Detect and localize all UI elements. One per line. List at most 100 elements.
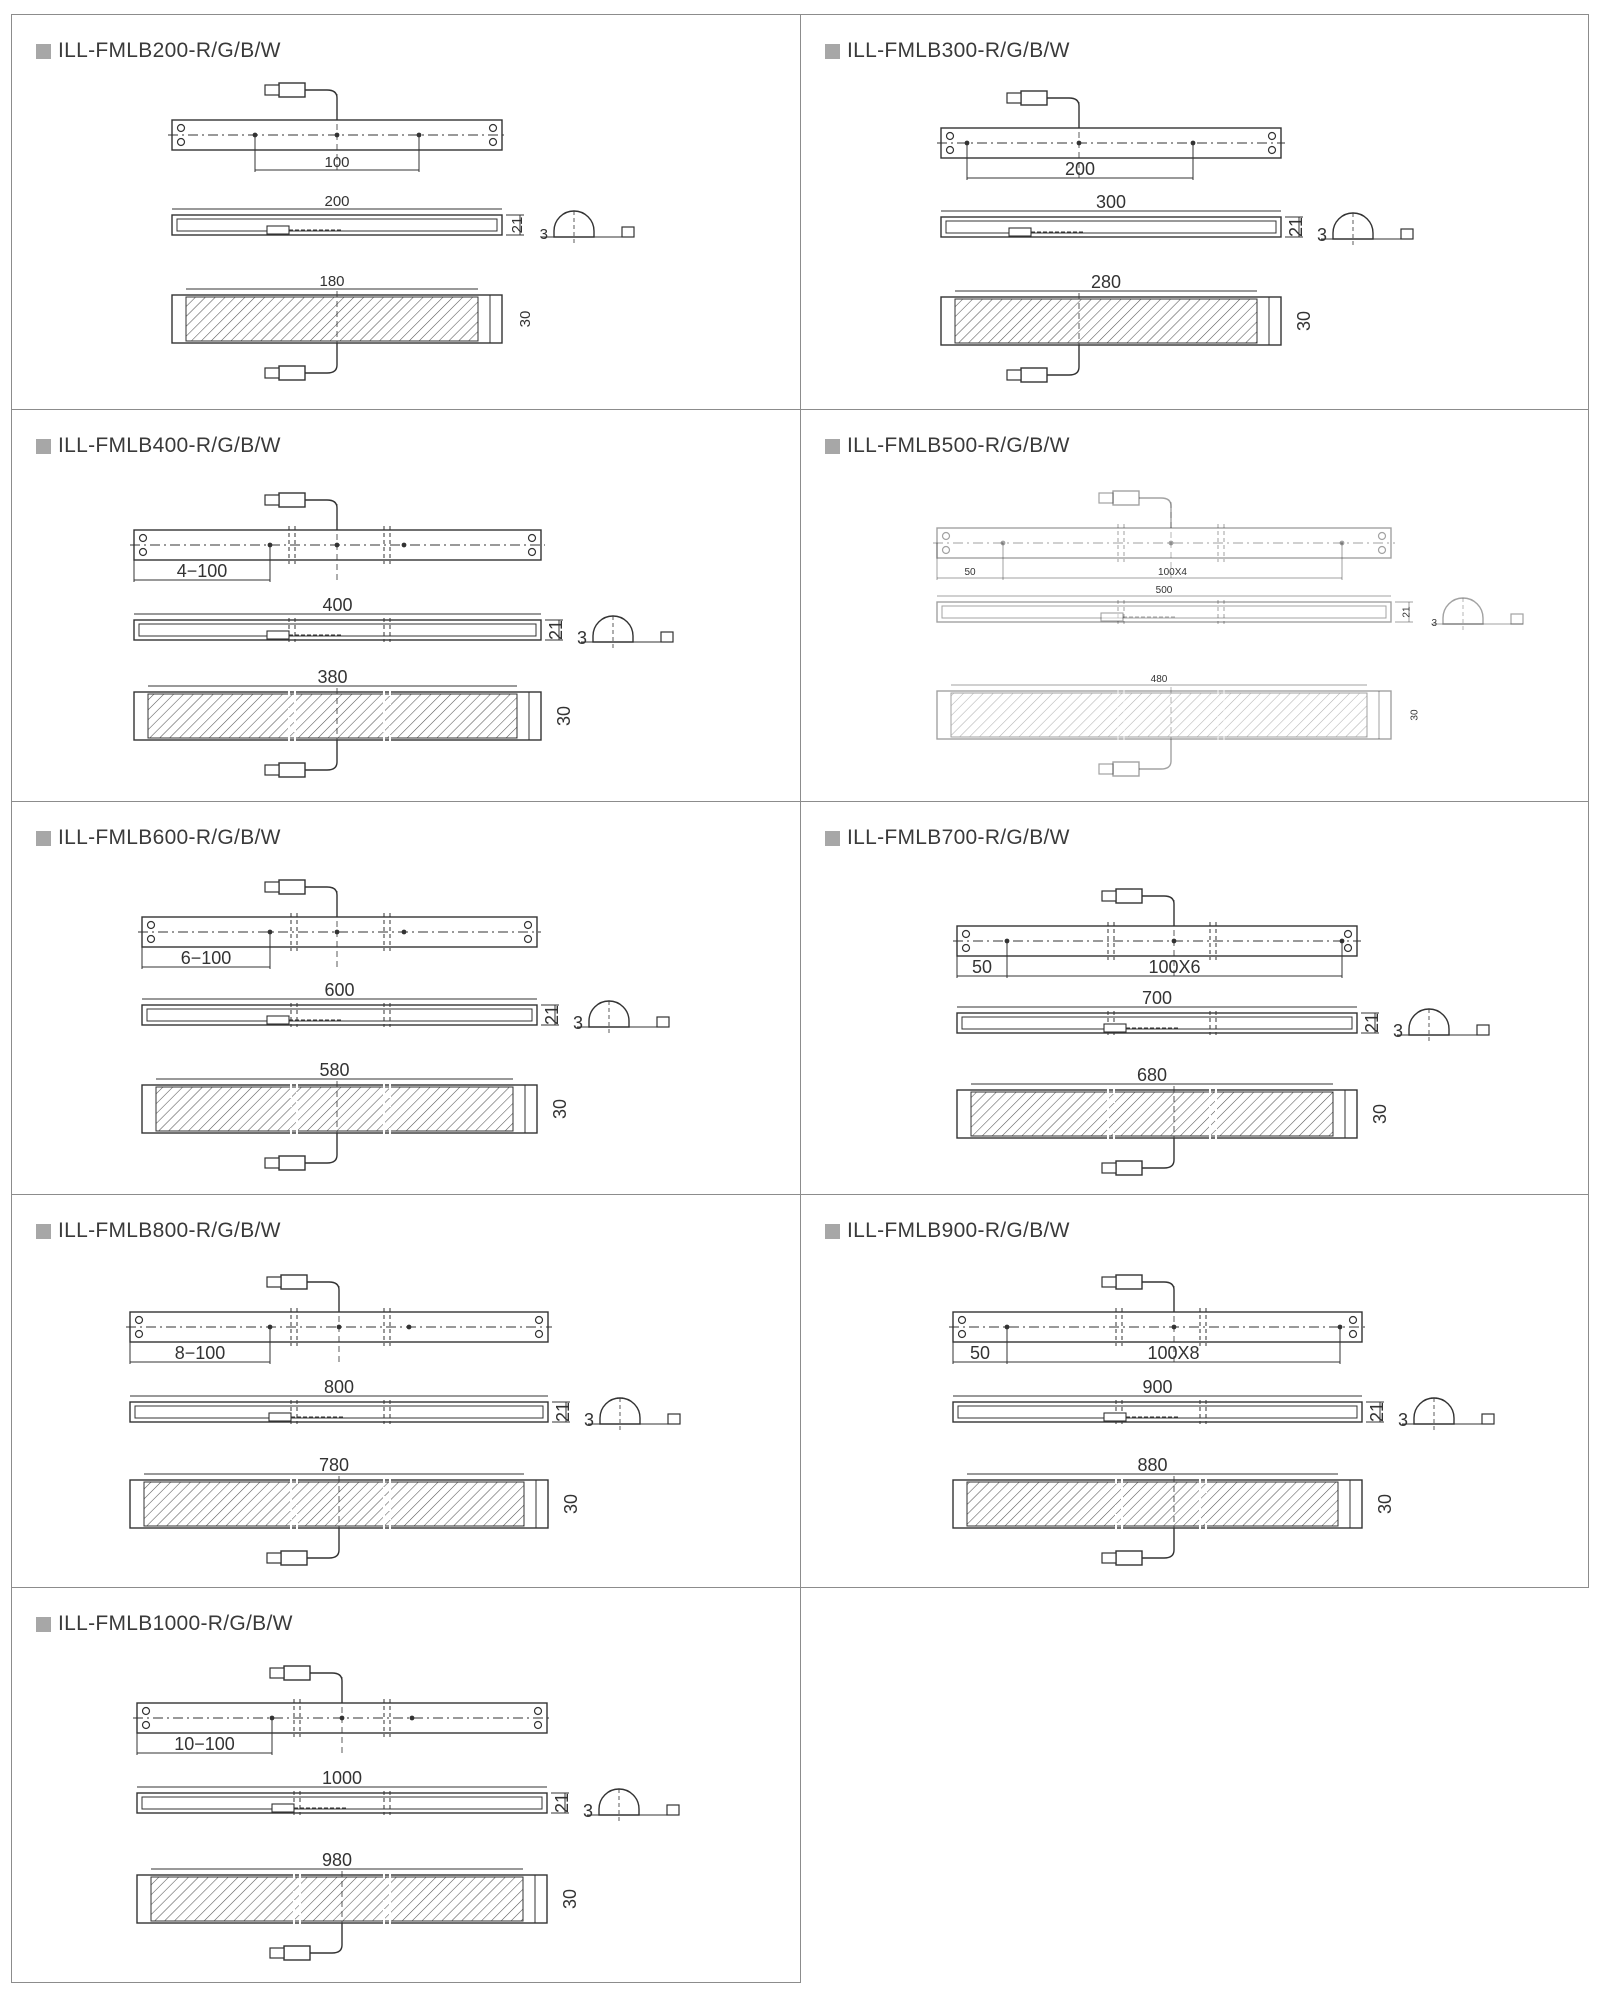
width-label: 30 (550, 1099, 570, 1119)
cell-title: ILL-FMLB600-R/G/B/W (36, 826, 281, 850)
hole-edge-label: 50 (964, 567, 976, 578)
end-profile (1408, 1008, 1450, 1036)
side-plug (266, 225, 290, 235)
offset-label: 3 (583, 1801, 593, 1821)
cable-line (1139, 497, 1172, 528)
led-point (1000, 540, 1006, 546)
window-label: 480 (1151, 674, 1168, 685)
connector-tip (269, 1947, 285, 1959)
led-point (401, 542, 407, 548)
emitting-window (155, 1086, 514, 1132)
side-plug (268, 1412, 292, 1422)
drawing-cell-300: ILL-FMLB300-R/G/B/W 200 300 21 3 280 30 (800, 14, 1589, 410)
hole-spacing-label: 4−100 (177, 561, 228, 581)
led-point (1339, 540, 1345, 546)
drawing-cell-600: ILL-FMLB600-R/G/B/W 6−100 600 21 3 580 3… (11, 801, 801, 1195)
top-view (138, 879, 541, 969)
cell-title: ILL-FMLB400-R/G/B/W (36, 434, 281, 458)
connector-plug (280, 1550, 308, 1566)
mount-hole (176, 123, 186, 133)
cell-title: ILL-FMLB200-R/G/B/W (36, 39, 281, 63)
mount-hole (138, 547, 148, 557)
emitting-window (970, 1091, 1334, 1137)
side-inner (134, 1405, 544, 1419)
mount-hole (1377, 531, 1387, 541)
height-label: 21 (1286, 217, 1306, 237)
led-point (406, 1324, 412, 1330)
end-profile (553, 210, 595, 238)
length-label: 1000 (322, 1768, 362, 1788)
model-name: ILL-FMLB300-R/G/B/W (847, 39, 1070, 62)
hole-edge-label: 50 (972, 957, 992, 977)
connector-plug (278, 365, 306, 381)
end-profile (588, 1000, 630, 1028)
connector-tip (264, 1157, 280, 1169)
connector-tip (269, 1667, 285, 1679)
cell-title: ILL-FMLB900-R/G/B/W (825, 1219, 1070, 1243)
mount-hole (533, 1706, 543, 1716)
offset-label: 3 (577, 628, 587, 648)
mount-hole (1343, 929, 1353, 939)
mount-hole (138, 533, 148, 543)
end-profile (592, 615, 634, 643)
cable-line (305, 343, 338, 374)
length-label: 500 (1156, 585, 1173, 596)
cable-line (310, 1672, 343, 1703)
connector-tip (1101, 1162, 1117, 1174)
bottom-view (141, 1078, 538, 1171)
connector-plug (278, 82, 306, 98)
end-profile (1413, 1397, 1455, 1425)
connector-plug (278, 879, 306, 895)
mount-hole (1348, 1329, 1358, 1339)
gray-square-icon (36, 438, 51, 454)
mount-hole (146, 934, 156, 944)
window-label: 880 (1137, 1455, 1167, 1475)
length-label: 600 (324, 980, 354, 1000)
connector-plug (1115, 1160, 1143, 1176)
bottom-view (952, 1473, 1363, 1566)
length-label: 200 (324, 193, 349, 210)
connector-tip (264, 881, 280, 893)
side-plug (266, 1015, 290, 1025)
connector-plug (283, 1945, 311, 1961)
end-profile (599, 1397, 641, 1425)
model-name: ILL-FMLB700-R/G/B/W (847, 826, 1070, 849)
mount-hole (1267, 131, 1277, 141)
hole-spacing-label: 100X6 (1148, 957, 1200, 977)
drawing-cell-500: ILL-FMLB500-R/G/B/W 50 100X4 500 21 3 48… (800, 409, 1589, 802)
technical-drawing: 4−100 400 21 3 380 30 (130, 492, 674, 778)
gray-square-icon (825, 43, 840, 59)
gray-square-icon (36, 43, 51, 59)
gray-square-icon (36, 1223, 51, 1239)
connector-plug (1115, 888, 1143, 904)
mount-hole (1267, 145, 1277, 155)
bottom-view (956, 1083, 1358, 1176)
height-label: 21 (552, 1793, 572, 1813)
end-profile (1332, 212, 1374, 240)
drawing-cell-700: ILL-FMLB700-R/G/B/W 50 100X6 700 21 3 68… (800, 801, 1589, 1195)
gray-square-icon (36, 830, 51, 846)
technical-drawing: 50 100X4 500 21 3 480 30 (933, 490, 1524, 777)
connector-tip (264, 84, 280, 96)
cable-line (305, 886, 338, 917)
side-outline (141, 1004, 538, 1026)
side-outline (936, 601, 1392, 623)
width-label: 30 (1410, 709, 1421, 721)
bottom-view (940, 290, 1282, 383)
mount-hole (961, 929, 971, 939)
cable-line (1142, 1528, 1175, 1559)
top-view (937, 90, 1285, 180)
connector-tip (264, 367, 280, 379)
mount-hole (1343, 943, 1353, 953)
height-label: 21 (1362, 1013, 1382, 1033)
connector-tip (1006, 92, 1022, 104)
cable-line (305, 1133, 338, 1164)
connector-tip (266, 1276, 282, 1288)
window-label: 280 (1091, 272, 1121, 292)
top-view (126, 1274, 552, 1364)
cable-line (307, 1281, 340, 1312)
mount-hole (523, 934, 533, 944)
mount-hole (957, 1315, 967, 1325)
length-label: 900 (1142, 1377, 1172, 1397)
length-label: 700 (1142, 988, 1172, 1008)
